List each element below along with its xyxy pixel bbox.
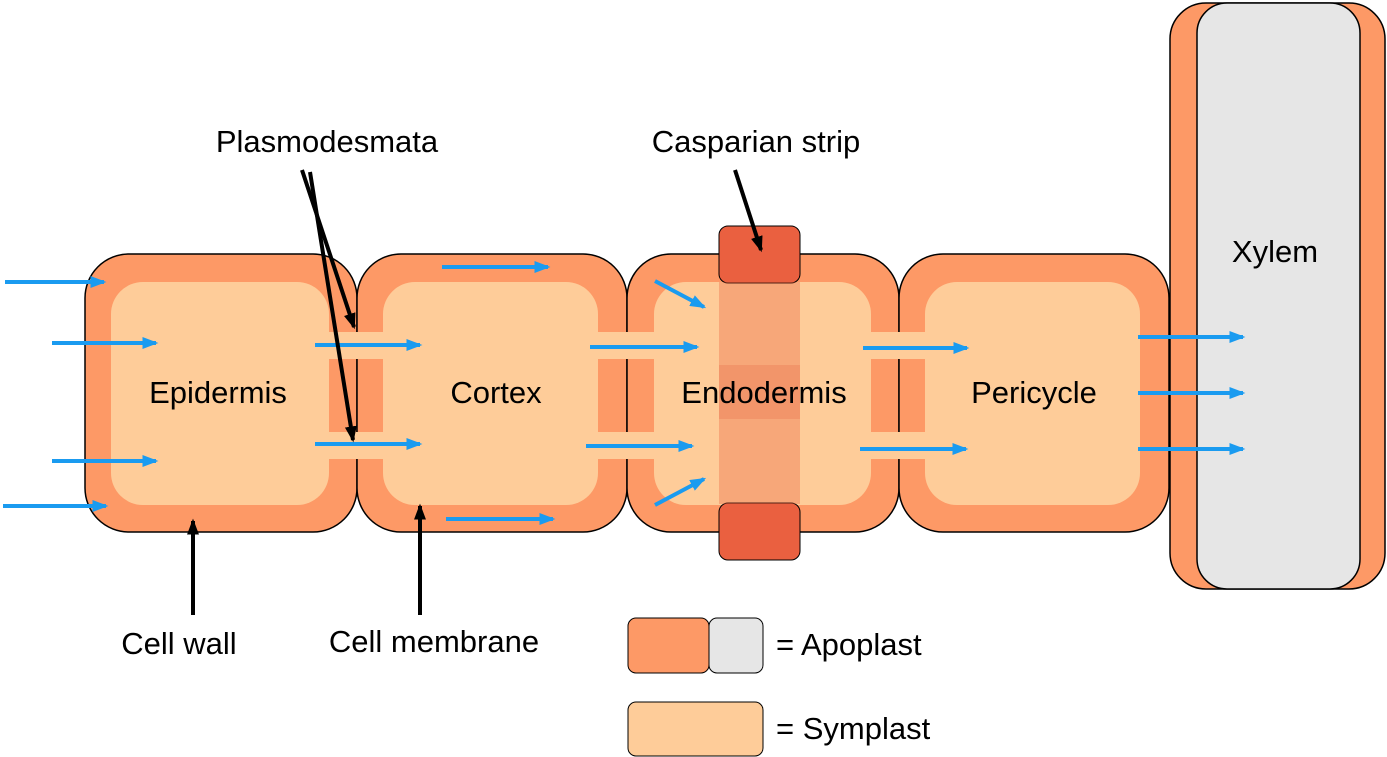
casparian-strip-band <box>718 225 801 561</box>
annotation-labels: Plasmodesmata Casparian strip Cell wall … <box>121 124 860 661</box>
cortex-label: Cortex <box>450 375 542 410</box>
legend: = Apoplast = Symplast <box>627 617 931 757</box>
plasmodesma <box>870 332 928 359</box>
legend-apoplast-xylem-swatch <box>708 617 764 674</box>
plasmodesmata-pointer-arrow <box>300 169 356 330</box>
cortex-protoplast <box>383 282 598 505</box>
pericycle-protoplast <box>925 282 1140 505</box>
water-flow-arrow <box>654 477 707 507</box>
water-flow-arrows <box>3 261 1246 525</box>
xylem-lumen <box>1196 2 1361 590</box>
plasmodesma <box>870 432 928 459</box>
protoplasts <box>111 282 1140 505</box>
plasmodesmata-pointer-arrow <box>308 171 357 443</box>
casparian-strip-label: Casparian strip <box>652 124 860 159</box>
casparian-strip-pointer-arrow <box>733 169 763 253</box>
xylem-label: Xylem <box>1232 234 1318 269</box>
pericycle-label: Pericycle <box>971 375 1097 410</box>
epidermis-protoplast <box>111 282 329 505</box>
cell-membrane-label: Cell membrane <box>329 624 539 659</box>
legend-symplast-label: = Symplast <box>776 711 931 746</box>
water-flow-arrow <box>654 279 707 309</box>
plasmodesmata-label: Plasmodesmata <box>216 124 439 159</box>
cell-labels: Epidermis Cortex Endodermis Pericycle Xy… <box>149 234 1318 410</box>
pointer-arrows <box>187 169 763 615</box>
legend-apoplast-label: = Apoplast <box>776 627 922 662</box>
legend-apoplast-wall-swatch <box>627 617 710 674</box>
casparian-strip-lower <box>718 502 801 561</box>
xylem-vessel <box>1169 2 1386 590</box>
legend-symplast-swatch <box>627 701 764 757</box>
casparian-strip-upper <box>718 225 801 284</box>
casparian-strip-wall-segment <box>719 365 800 419</box>
cell-wall-label: Cell wall <box>121 626 236 661</box>
epidermis-label: Epidermis <box>149 375 287 410</box>
endodermis-label: Endodermis <box>681 375 846 410</box>
